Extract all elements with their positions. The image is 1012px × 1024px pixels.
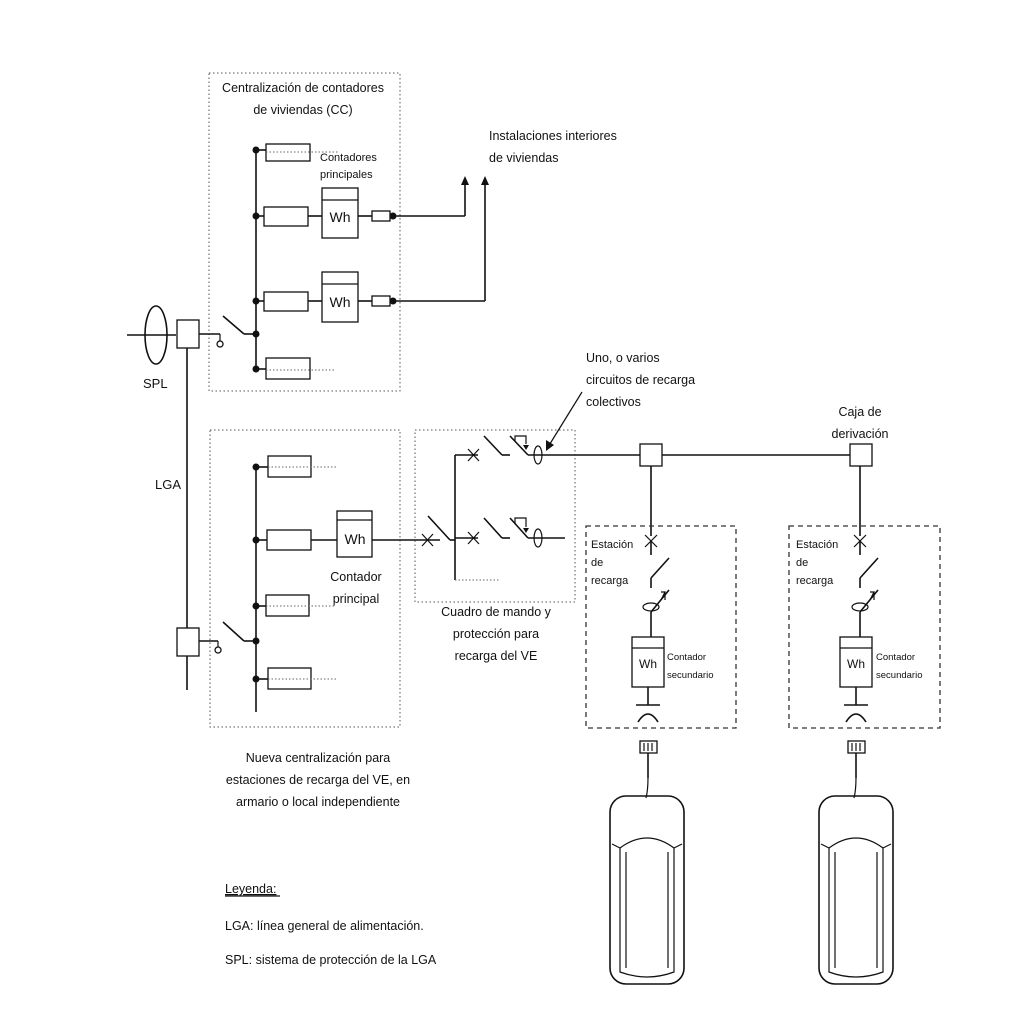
cc-enclosure: [208, 72, 401, 392]
plug-icon: [847, 740, 866, 799]
lga-box-top: [176, 319, 200, 349]
cc-row-4: [256, 357, 336, 380]
station-1-label-line3: recarga: [591, 575, 629, 587]
nueva-label-line1: Nueva centralización para: [246, 751, 391, 765]
arrow-up-icon: [461, 176, 469, 185]
station-2-label-line1: Estación: [796, 539, 838, 551]
cc-busbar: [252, 146, 260, 373]
nc-meter-label: Wh: [345, 531, 366, 547]
caja-label-line1: Caja de: [838, 405, 881, 419]
legend-spl: SPL: sistema de protección de la LGA: [225, 953, 437, 967]
arrow-pointer-icon: [546, 440, 554, 451]
nc-busbar: [252, 463, 260, 712]
instalaciones-label-line1: Instalaciones interiores: [489, 129, 617, 143]
cuadro-label-line1: Cuadro de mando y: [441, 605, 552, 619]
cc-meter-2-label: Wh: [330, 294, 351, 310]
legend-title: Leyenda:: [225, 882, 276, 896]
cc-title-line1: Centralización de contadores: [222, 81, 384, 95]
station-1-meter-desc-line2: secundario: [667, 670, 713, 681]
nc-main-switch: [199, 621, 256, 654]
arrow-up-icon: [481, 176, 489, 185]
nc-meter: [336, 510, 373, 558]
station-1-meter-label: Wh: [639, 657, 657, 671]
contadores-label-line2: principales: [320, 169, 373, 181]
station-2-meter-desc-line1: Contador: [876, 652, 915, 663]
cc-row-1: [256, 143, 338, 162]
instalaciones-label-line2: de viviendas: [489, 151, 559, 165]
station-1-meter-desc-line1: Contador: [667, 652, 706, 663]
contador-principal-line1: Contador: [330, 570, 381, 584]
cc-title-line2: de viviendas (CC): [253, 103, 352, 117]
station-1-label-line1: Estación: [591, 539, 633, 551]
new-centralization-enclosure: [209, 429, 401, 728]
derivation-box-2: [849, 443, 873, 467]
distribution-bus: [650, 454, 861, 536]
car-icon: [609, 795, 685, 985]
cc-meter-1-label: Wh: [330, 209, 351, 225]
station-1-circuit: [631, 534, 670, 723]
contadores-label-line1: Contadores: [320, 152, 377, 164]
annotation-pointer-line: [547, 391, 583, 448]
car-icon: [818, 795, 894, 985]
spl-ring: [144, 305, 168, 365]
nueva-label-line3: armario o local independiente: [236, 795, 400, 809]
spl-label: SPL: [143, 376, 168, 391]
charging-station-1: [585, 525, 737, 729]
station-2-meter-desc-line2: secundario: [876, 670, 922, 681]
contador-principal-line2: principal: [333, 592, 380, 606]
station-2-label-line2: de: [796, 557, 808, 569]
nc-row-2: [256, 510, 422, 558]
nc-row-4: [256, 667, 338, 690]
cc-meter-1: [321, 187, 359, 239]
uno-label-line3: colectivos: [586, 395, 641, 409]
lga-box-bottom: [176, 627, 200, 657]
cc-row-2: [256, 182, 466, 239]
caja-label-line2: derivación: [832, 427, 889, 441]
cuadro-label-line2: protección para: [453, 627, 539, 641]
lga-label: LGA: [155, 477, 181, 492]
derivation-box-1: [639, 443, 663, 467]
cc-main-switch: [199, 315, 256, 348]
uno-label-line1: Uno, o varios: [586, 351, 660, 365]
cuadro-label-line3: recarga del VE: [455, 649, 538, 663]
station-2-meter-label: Wh: [847, 657, 865, 671]
station-2-label-line3: recarga: [796, 575, 834, 587]
legend-lga: LGA: línea general de alimentación.: [225, 919, 424, 933]
plug-icon: [639, 740, 658, 799]
nueva-label-line2: estaciones de recarga del VE, en: [226, 773, 410, 787]
control-panel-enclosure: [414, 429, 576, 603]
nc-row-3: [256, 594, 336, 617]
cc-row-3: [256, 182, 486, 323]
cc-meter-2: [321, 271, 359, 323]
control-panel-wiring: [421, 435, 640, 581]
nc-row-1: [256, 455, 338, 478]
station-2-circuit: [839, 534, 879, 723]
station-1-label-line2: de: [591, 557, 603, 569]
charging-station-2: [788, 525, 941, 729]
uno-label-line2: circuitos de recarga: [586, 373, 695, 387]
